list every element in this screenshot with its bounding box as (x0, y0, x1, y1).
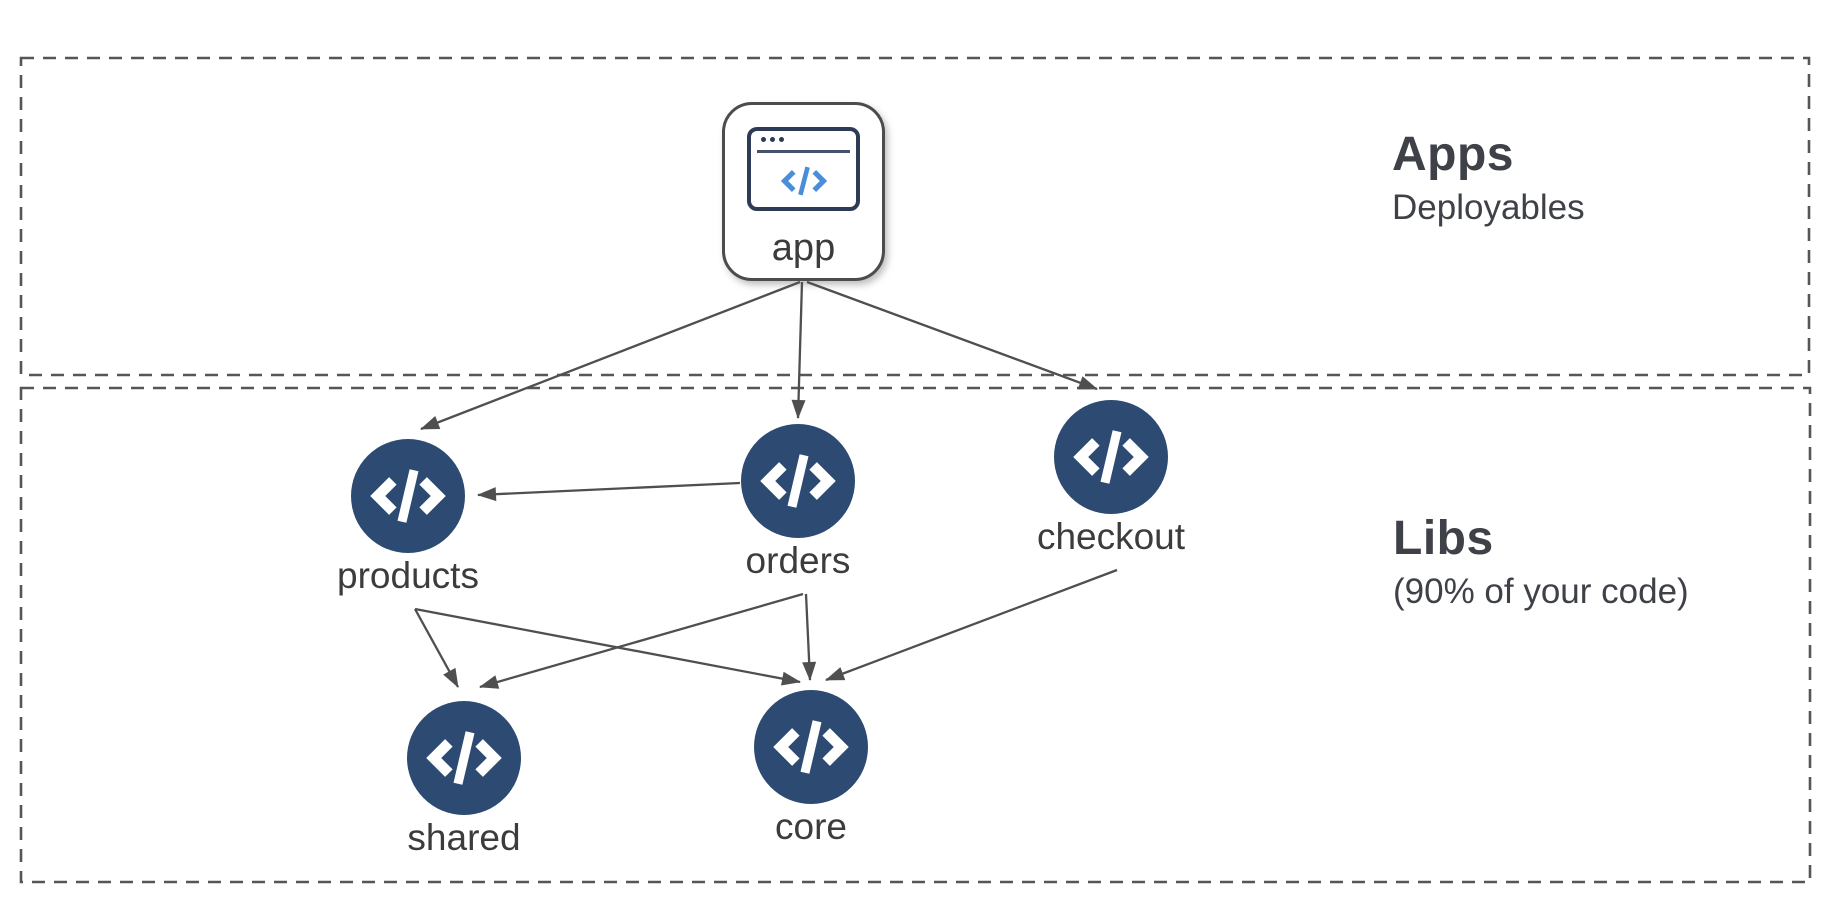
edge-products-to-shared (413, 608, 460, 688)
edge-orders-to-core (802, 593, 817, 681)
dot-icon (770, 137, 775, 142)
edge-orders-to-products (477, 481, 741, 502)
apps-group-subtitle: Deployables (1392, 187, 1585, 227)
node-label: app (771, 227, 836, 269)
libs-group-title: Libs (1393, 512, 1494, 565)
apps-group-heading: Apps Deployables (1392, 128, 1585, 227)
code-icon (754, 690, 868, 804)
browser-toolbar-dots (751, 131, 856, 142)
libs-group-heading: Libs (90% of your code) (1393, 512, 1689, 611)
node-orders: orders (688, 424, 908, 582)
edge-checkout-to-core (825, 568, 1118, 682)
node-checkout: checkout (1001, 400, 1221, 558)
libs-group-subtitle: (90% of your code) (1393, 571, 1689, 611)
libs-boundary-box (19, 386, 1812, 884)
node-core: core (701, 690, 921, 848)
node-label: orders (745, 540, 851, 581)
edge-products-to-core (414, 607, 801, 686)
node-label: shared (407, 817, 521, 858)
edge-orders-to-shared (479, 592, 804, 689)
code-icon (741, 424, 855, 538)
apps-boundary-box (19, 56, 1811, 377)
node-label: core (775, 806, 847, 847)
edge-app-to-orders (791, 281, 806, 419)
dot-icon (779, 137, 784, 142)
node-app: app (722, 102, 885, 281)
edge-app-to-checkout (806, 280, 1098, 391)
browser-toolbar-divider (757, 150, 850, 153)
apps-group-title: Apps (1392, 128, 1514, 181)
code-icon (407, 701, 521, 815)
node-label: products (337, 555, 479, 596)
browser-window-icon (747, 127, 860, 211)
code-icon (1054, 400, 1168, 514)
node-label: checkout (1036, 516, 1186, 557)
node-shared: shared (354, 701, 574, 859)
code-icon (751, 155, 856, 207)
node-products: products (298, 439, 518, 597)
dot-icon (761, 137, 766, 142)
code-icon (351, 439, 465, 553)
edge-app-to-products (420, 280, 801, 431)
